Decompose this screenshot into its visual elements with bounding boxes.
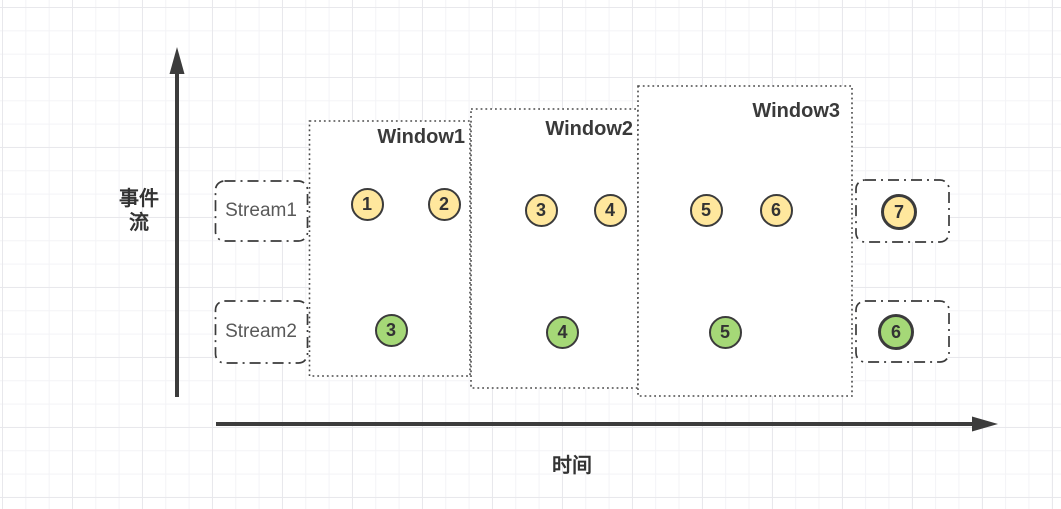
y-axis-label-line1: 事件 (119, 188, 159, 210)
stream2-event-6-latest: 6 (878, 314, 914, 350)
stream1-event-7-latest: 7 (881, 194, 917, 230)
stream2-label: Stream2 (225, 321, 297, 342)
stream2-label-box (214, 300, 309, 364)
y-axis-label: 事件 流 (99, 187, 179, 235)
stream1-label: Stream1 (225, 200, 297, 221)
window1-title: Window1 (377, 126, 465, 148)
stream2-event-4: 4 (546, 315, 579, 349)
x-axis-arrowhead-icon (972, 416, 998, 432)
stream1-event-5: 5 (689, 193, 723, 227)
window3-title: Window3 (752, 100, 840, 122)
stream2-event-5: 5 (708, 315, 742, 349)
y-axis-label-line2: 流 (129, 212, 149, 234)
stream1-event-3: 3 (524, 193, 558, 227)
stream1-event-4: 4 (593, 193, 627, 227)
stream1-event-2: 2 (427, 187, 461, 221)
y-axis-arrowhead-icon (169, 47, 185, 74)
stream1-label-box (214, 180, 309, 242)
window2-title: Window2 (545, 118, 633, 140)
window3-box (637, 85, 853, 397)
stream2-event-3: 3 (374, 313, 408, 347)
x-axis-label: 时间 (552, 455, 592, 477)
stream1-event-1: 1 (350, 187, 384, 221)
stream1-event-6: 6 (759, 193, 793, 227)
